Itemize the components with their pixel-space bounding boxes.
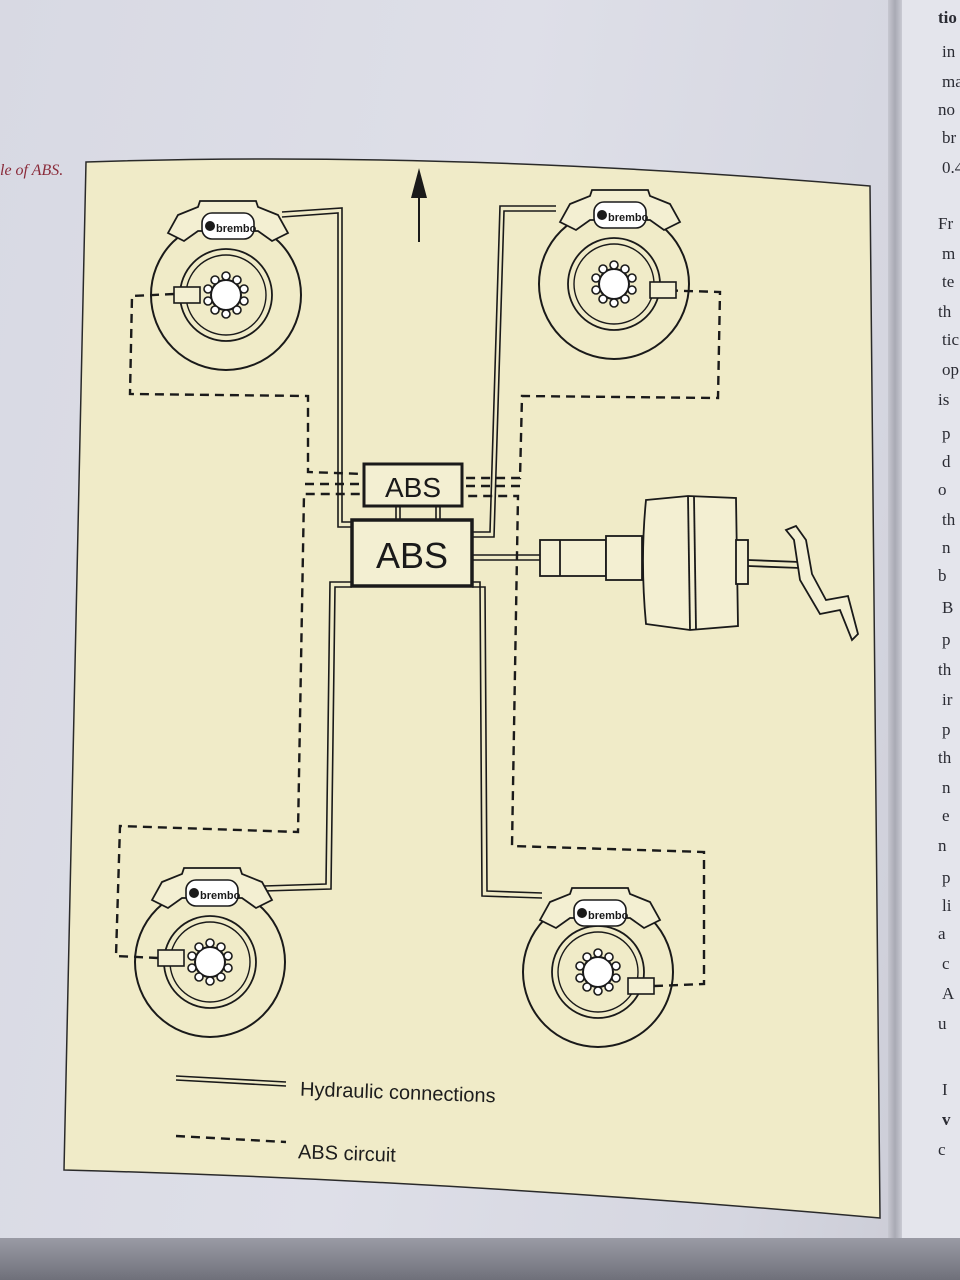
legend-hydraulic-swatch [175, 1075, 287, 1087]
facing-page-text-fragment: th [938, 660, 952, 679]
facing-page-text-fragment: Fr [938, 214, 954, 233]
abs-hydraulic-unit-label: ABS [376, 535, 448, 576]
wheel-sensor-rear-right [627, 977, 655, 995]
facing-page-text-fragment: d [942, 452, 951, 471]
facing-page-text-fragment: a [938, 924, 946, 943]
caliper-brand-label: brembo [200, 890, 241, 902]
abs-sensor-unit [362, 462, 464, 508]
facing-page-text-fragment: no [938, 100, 955, 119]
wheel-sensor-front-right [649, 281, 677, 299]
hydraulic-lines [263, 205, 556, 899]
brake-booster [539, 495, 801, 631]
book-gutter [888, 0, 902, 1280]
forward-arrow-icon [411, 168, 427, 242]
facing-page-text-fragment: n [942, 538, 951, 557]
facing-page-text-fragment: th [942, 510, 956, 529]
facing-page-text-fragment: p [942, 720, 951, 739]
facing-page-text-fragment: th [938, 302, 952, 321]
facing-page-text-fragment: b [938, 566, 947, 585]
abs-sensor-unit-label: ABS [385, 472, 441, 503]
facing-page-text-fragment: c [942, 954, 950, 973]
wheel-sensor-rear-left [157, 949, 185, 967]
facing-page-text-fragment: p [942, 630, 951, 649]
facing-page-text-fragment: n [942, 778, 951, 797]
facing-page-text-fragment: br [942, 128, 957, 147]
facing-page-text-fragment: tio [938, 8, 957, 27]
facing-page-text-fragment: p [942, 424, 951, 443]
facing-page-text-fragment: c [938, 1140, 946, 1159]
legend-abs-swatch [175, 1134, 287, 1144]
facing-page-text-fragment: n [938, 836, 947, 855]
brake-pedal [784, 524, 860, 642]
diagram-panel [63, 158, 881, 1219]
facing-page-text-fragment: li [942, 896, 952, 915]
abs-hydraulic-unit [350, 518, 474, 588]
facing-page-text-fragment: th [938, 748, 952, 767]
caliper-brand-label: brembo [216, 223, 257, 235]
legend-abs-label: ABS circuit [297, 1141, 397, 1167]
facing-page-text-fragment: is [938, 390, 950, 409]
caliper-brand-label: brembo [608, 212, 649, 224]
abs-circuit-lines [114, 288, 722, 988]
facing-page-text-fragment: m [942, 244, 956, 263]
facing-page-text-fragment: e [942, 806, 950, 825]
facing-page-text-fragment: ma [942, 72, 960, 91]
facing-page-text-fragment: tic [942, 330, 959, 349]
facing-page-text-fragment: u [938, 1014, 947, 1033]
facing-page-text-fragment: A [942, 984, 955, 1003]
facing-page-text-fragment: B [942, 598, 954, 617]
facing-page-text-fragment: 0.4 [942, 158, 960, 177]
wheel-sensor-front-left [173, 286, 201, 304]
facing-page-text-fragment: in [942, 42, 956, 61]
facing-page-text-fragment: ir [942, 690, 953, 709]
page-bottom-shadow [0, 1238, 960, 1280]
facing-page-text-fragment: te [942, 272, 955, 291]
facing-page-text-fragment: op [942, 360, 959, 379]
figure-caption: le of ABS. [0, 162, 64, 179]
caliper-brand-label: brembo [588, 910, 629, 922]
facing-page-text-fragment: o [938, 480, 947, 499]
facing-page-text-fragment: p [942, 868, 951, 887]
facing-page [900, 0, 960, 1240]
facing-page-text-fragment: v [942, 1110, 951, 1129]
facing-page-text-fragment: I [942, 1080, 948, 1099]
